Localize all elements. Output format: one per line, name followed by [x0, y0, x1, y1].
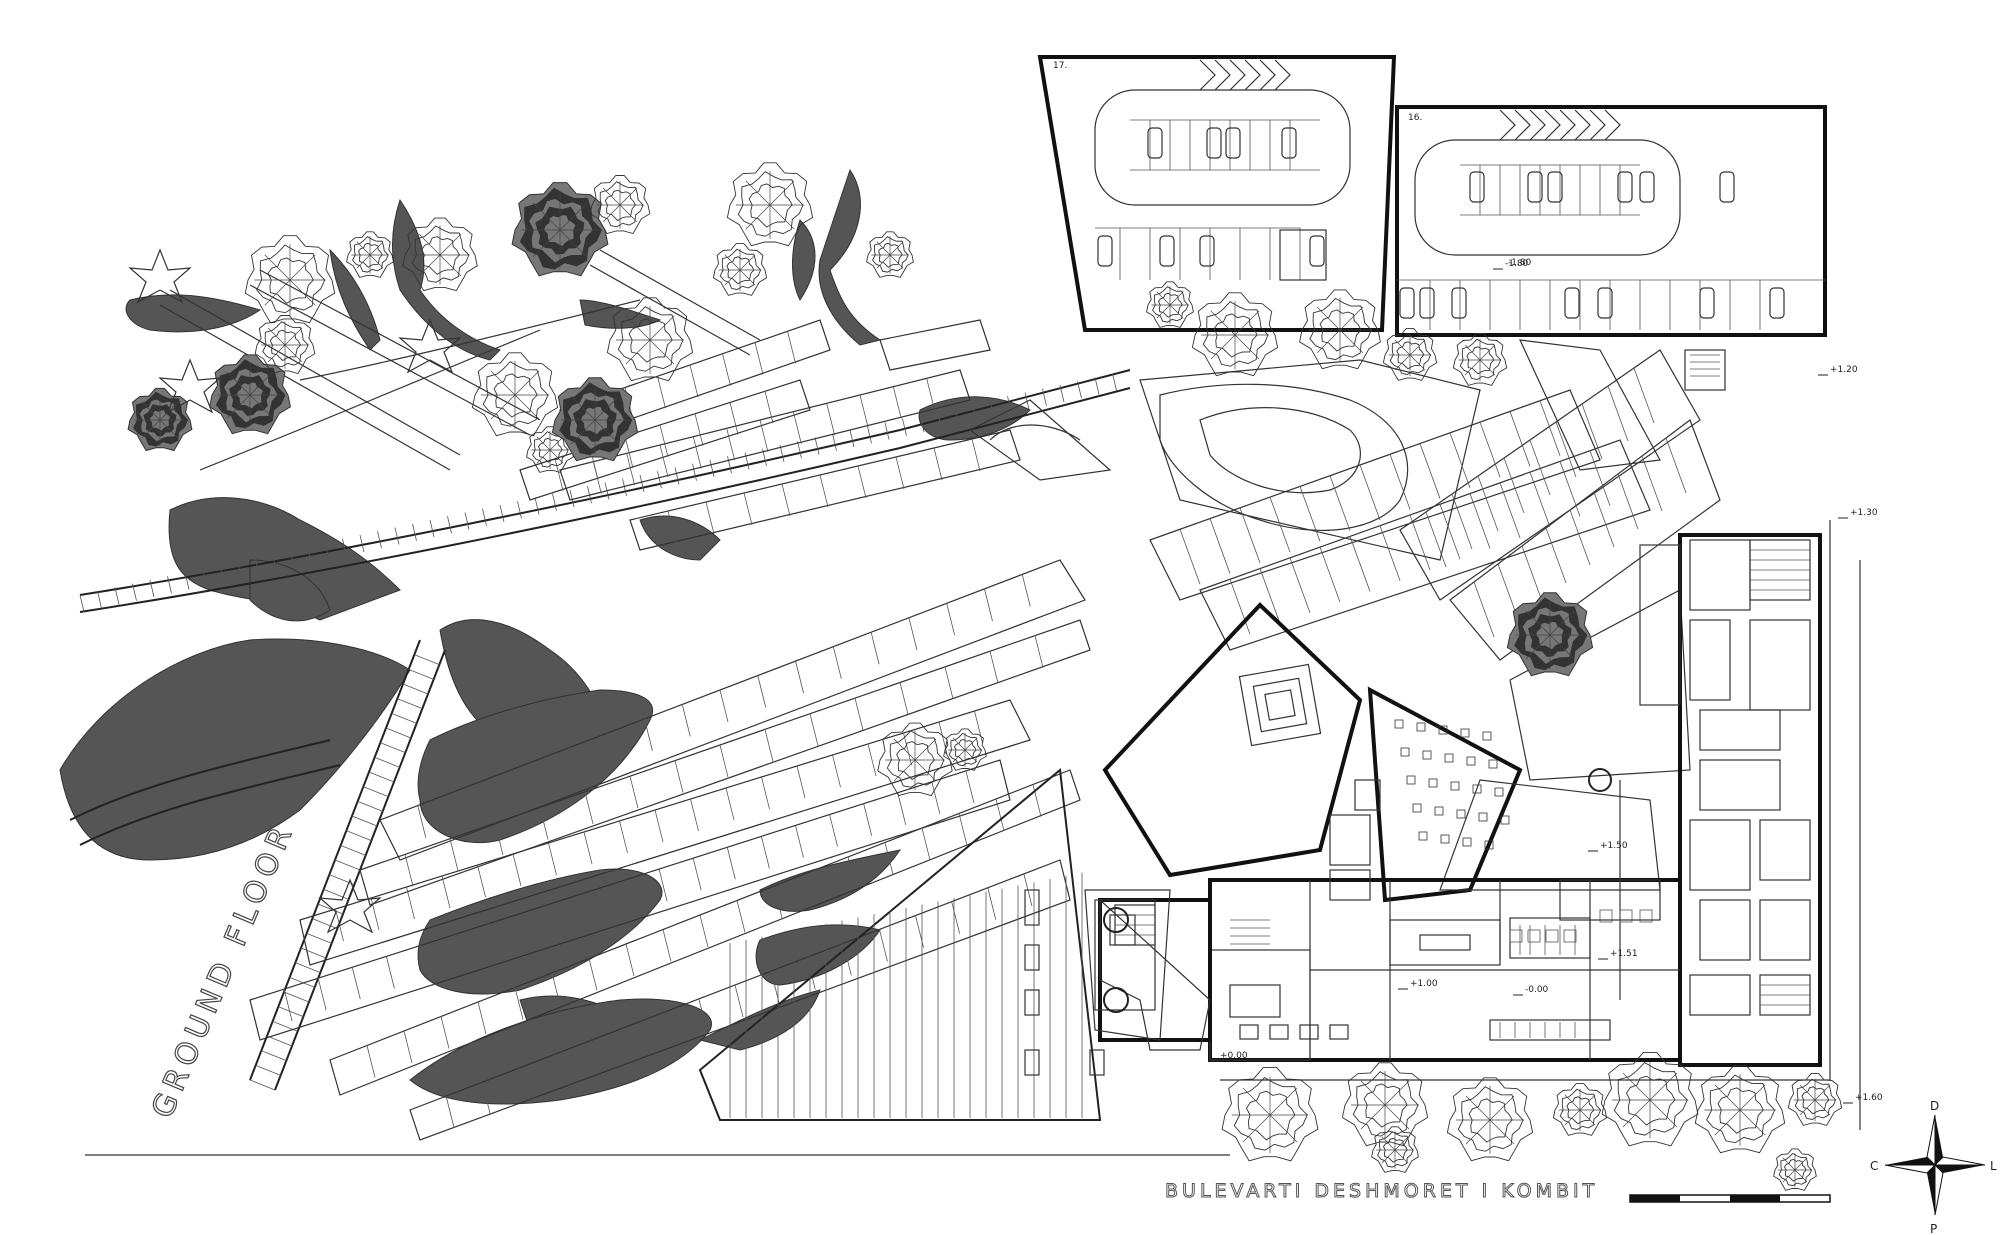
- level-mark: +1.50: [1600, 841, 1628, 851]
- level-mark: +1.00: [1410, 979, 1438, 989]
- svg-text:16.: 16.: [1408, 113, 1422, 123]
- band-joints: [1179, 367, 1687, 638]
- level-mark: +1.60: [1855, 1093, 1883, 1103]
- level-markers: -1.80 +1.20 +1.30 +1.50 +1.51 +1.00 -0.00 +0.00…: [1208, 259, 1883, 1104]
- paved-bands: [1149, 339, 1721, 781]
- level-mark: +0.00: [1220, 1051, 1248, 1061]
- trees: [127, 162, 1843, 1191]
- level-mark: +1.30: [1850, 508, 1878, 518]
- level-mark: +1.20: [1830, 365, 1858, 375]
- restaurant-tables: [1394, 719, 1510, 850]
- scale-bar: [1629, 1194, 1831, 1203]
- svg-text:C: C: [1870, 1159, 1878, 1173]
- level-mark: -0.00: [1525, 985, 1549, 995]
- svg-text:L: L: [1990, 1159, 1997, 1173]
- north-arrow: D C L P: [1870, 1099, 1997, 1235]
- svg-text:-1.80: -1.80: [1508, 258, 1532, 268]
- landscape-dark-planting: [59, 168, 1031, 1105]
- svg-text:17.: 17.: [1053, 61, 1067, 71]
- svg-text:D: D: [1930, 1099, 1939, 1113]
- star-shrubs: [128, 248, 462, 934]
- platform-board-joints: [283, 331, 1044, 1129]
- main-building: [1024, 520, 1831, 1081]
- svg-text:P: P: [1930, 1222, 1937, 1235]
- south-plaza: [698, 768, 1102, 1121]
- level-mark: -1.80: [1505, 259, 1529, 269]
- level-mark: +1.51: [1610, 949, 1638, 959]
- parking-area-north-west: 17.: [1037, 55, 1397, 332]
- stair-core-parking: [1684, 349, 1726, 391]
- plan-title: GROUND FLOOR: [145, 817, 301, 1123]
- street-name: BULEVARTI DESHMORET I KOMBIT: [1165, 1180, 1598, 1202]
- parking-area-north-east: 16. -1.80: [1395, 105, 1827, 337]
- drop-off-loop: [968, 359, 1481, 561]
